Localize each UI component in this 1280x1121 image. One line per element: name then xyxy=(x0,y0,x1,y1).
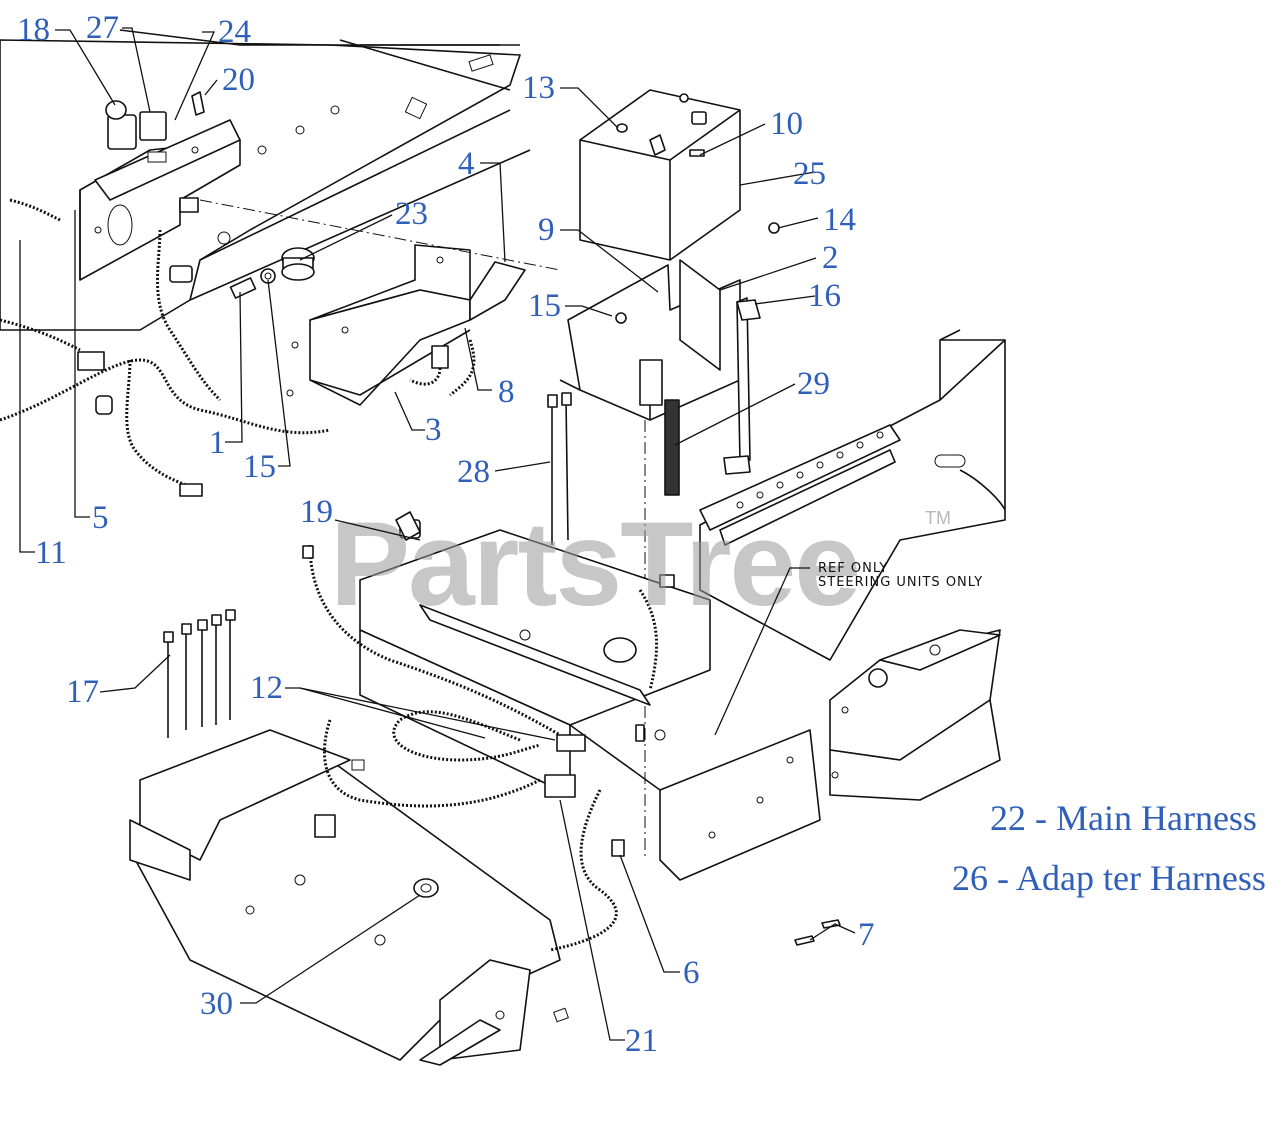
callout-28: 28 xyxy=(457,454,490,490)
callout-3: 3 xyxy=(425,412,442,448)
callout-19: 19 xyxy=(300,494,333,530)
callout-6: 6 xyxy=(683,955,700,991)
right-frame xyxy=(699,329,1006,661)
callout-2: 2 xyxy=(822,240,839,276)
upper-frame-rail xyxy=(0,29,531,331)
frame-slot-row xyxy=(736,431,884,509)
callout-23: 23 xyxy=(395,196,428,232)
callout-25: 25 xyxy=(793,156,826,192)
callout-21: 21 xyxy=(625,1023,658,1059)
callout-13: 13 xyxy=(522,70,555,106)
callout-17: 17 xyxy=(66,674,99,710)
callout-11: 11 xyxy=(35,535,67,571)
callout-7: 7 xyxy=(858,917,875,953)
callout-27: 27 xyxy=(86,10,119,46)
hold-down-rod xyxy=(664,399,680,496)
right-dash-box xyxy=(829,629,1001,801)
callout-20: 20 xyxy=(222,62,255,98)
callout-5: 5 xyxy=(92,500,109,536)
callout-labels: 18 27 24 20 13 10 25 4 23 9 14 2 16 15 8… xyxy=(17,10,875,1059)
legend-main-harness: 22 - Main Harness xyxy=(990,798,1257,838)
trademark-mark: TM xyxy=(925,508,951,528)
callout-8: 8 xyxy=(498,374,515,410)
callout-14: 14 xyxy=(823,202,856,238)
battery xyxy=(579,89,741,261)
plug-19 xyxy=(395,511,421,541)
ref-note-line1: REF ONLY xyxy=(818,561,888,576)
battery-tray xyxy=(559,259,741,421)
callout-18: 18 xyxy=(17,12,50,48)
cable-ties-28 xyxy=(547,392,572,545)
cable-ties-17 xyxy=(163,609,236,738)
callout-24: 24 xyxy=(218,14,251,50)
battery-strap xyxy=(723,297,761,475)
routing-line-1 xyxy=(199,199,561,271)
callout-16: 16 xyxy=(808,278,841,314)
main-chassis xyxy=(129,519,841,1066)
callout-1: 1 xyxy=(209,425,226,461)
nut-14 xyxy=(768,222,780,234)
callout-29: 29 xyxy=(797,366,830,402)
leader-lines xyxy=(19,27,856,1041)
ref-note-leader xyxy=(714,567,810,736)
legend-adapter-harness: 26 - Adap ter Harness xyxy=(952,858,1266,898)
callout-12: 12 xyxy=(250,670,283,706)
ref-note-line2: STEERING UNITS ONLY xyxy=(818,575,983,590)
callout-15-harness: 15 xyxy=(243,449,276,485)
callout-9: 9 xyxy=(538,212,555,248)
switch-assembly xyxy=(105,91,205,150)
watermark: PartsTree xyxy=(330,497,859,631)
bracket-assembly xyxy=(286,244,526,406)
callout-10: 10 xyxy=(770,106,803,142)
dash-panel xyxy=(79,119,241,281)
callout-30: 30 xyxy=(200,986,233,1022)
callout-15-tray: 15 xyxy=(528,288,561,324)
upper-harness xyxy=(0,197,331,497)
callout-4: 4 xyxy=(458,146,475,182)
